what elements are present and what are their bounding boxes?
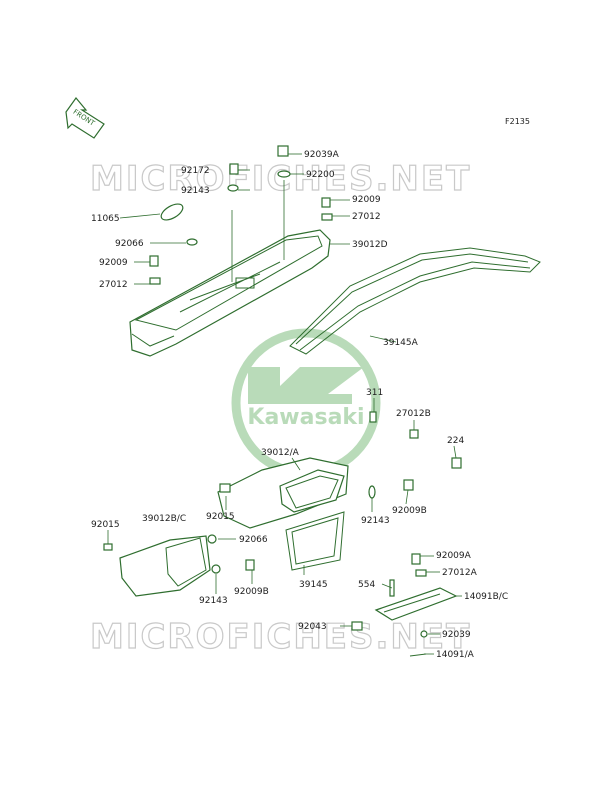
label-27012-left: 27012: [99, 280, 128, 290]
label-92143-middle: 92143: [361, 516, 390, 526]
label-92172: 92172: [181, 166, 210, 176]
label-92009-left: 92009: [99, 258, 128, 268]
part-39012D: [129, 229, 331, 357]
label-39145: 39145: [299, 580, 328, 590]
watermark-bottom: MICROFICHES.NET: [90, 617, 471, 657]
front-arrow-icon: FRONT: [65, 97, 105, 139]
part-labels: 92039A 92172 92200 92143 92009 27012 110…: [91, 150, 508, 660]
part-39012A: [217, 457, 349, 529]
part-39145: [285, 511, 345, 571]
label-39012BC: 39012B/C: [142, 514, 186, 524]
label-554: 554: [358, 580, 375, 590]
label-92066-lower: 92066: [239, 535, 268, 545]
label-92200: 92200: [306, 170, 335, 180]
label-92039: 92039: [442, 630, 471, 640]
label-92009A: 92009A: [436, 551, 472, 561]
label-39012A: 39012/A: [261, 448, 300, 458]
label-92143: 92143: [181, 186, 210, 196]
label-27012: 27012: [352, 212, 381, 222]
label-39145A: 39145A: [383, 338, 419, 348]
label-92143-lower: 92143: [199, 596, 228, 606]
label-92009B-middle: 92009B: [392, 506, 427, 516]
middle-fasteners: [368, 411, 462, 499]
part-39012BC: [103, 534, 255, 597]
label-311: 311: [366, 388, 383, 398]
upper-fasteners: [149, 145, 333, 285]
label-92009B-lower: 92009B: [234, 587, 269, 597]
label-14091A: 14091/A: [436, 650, 475, 660]
label-92066-upper: 92066: [115, 239, 144, 249]
label-27012A: 27012A: [442, 568, 478, 578]
label-92039A: 92039A: [304, 150, 340, 160]
label-92009: 92009: [352, 195, 381, 205]
label-224: 224: [447, 436, 464, 446]
part-39145A: [289, 247, 541, 355]
leader-lines: [107, 153, 462, 655]
label-39012D: 39012D: [352, 240, 388, 250]
ref-code: F2135: [505, 117, 530, 126]
label-92043: 92043: [298, 622, 327, 632]
label-92015-left: 92015: [91, 520, 120, 530]
label-92015-middle: 92015: [206, 512, 235, 522]
watermark-top: MICROFICHES.NET: [90, 159, 471, 199]
label-27012B: 27012B: [396, 409, 431, 419]
label-14091BC: 14091B/C: [464, 592, 508, 602]
label-11065: 11065: [91, 214, 120, 224]
logo-text: Kawasaki: [247, 405, 364, 430]
